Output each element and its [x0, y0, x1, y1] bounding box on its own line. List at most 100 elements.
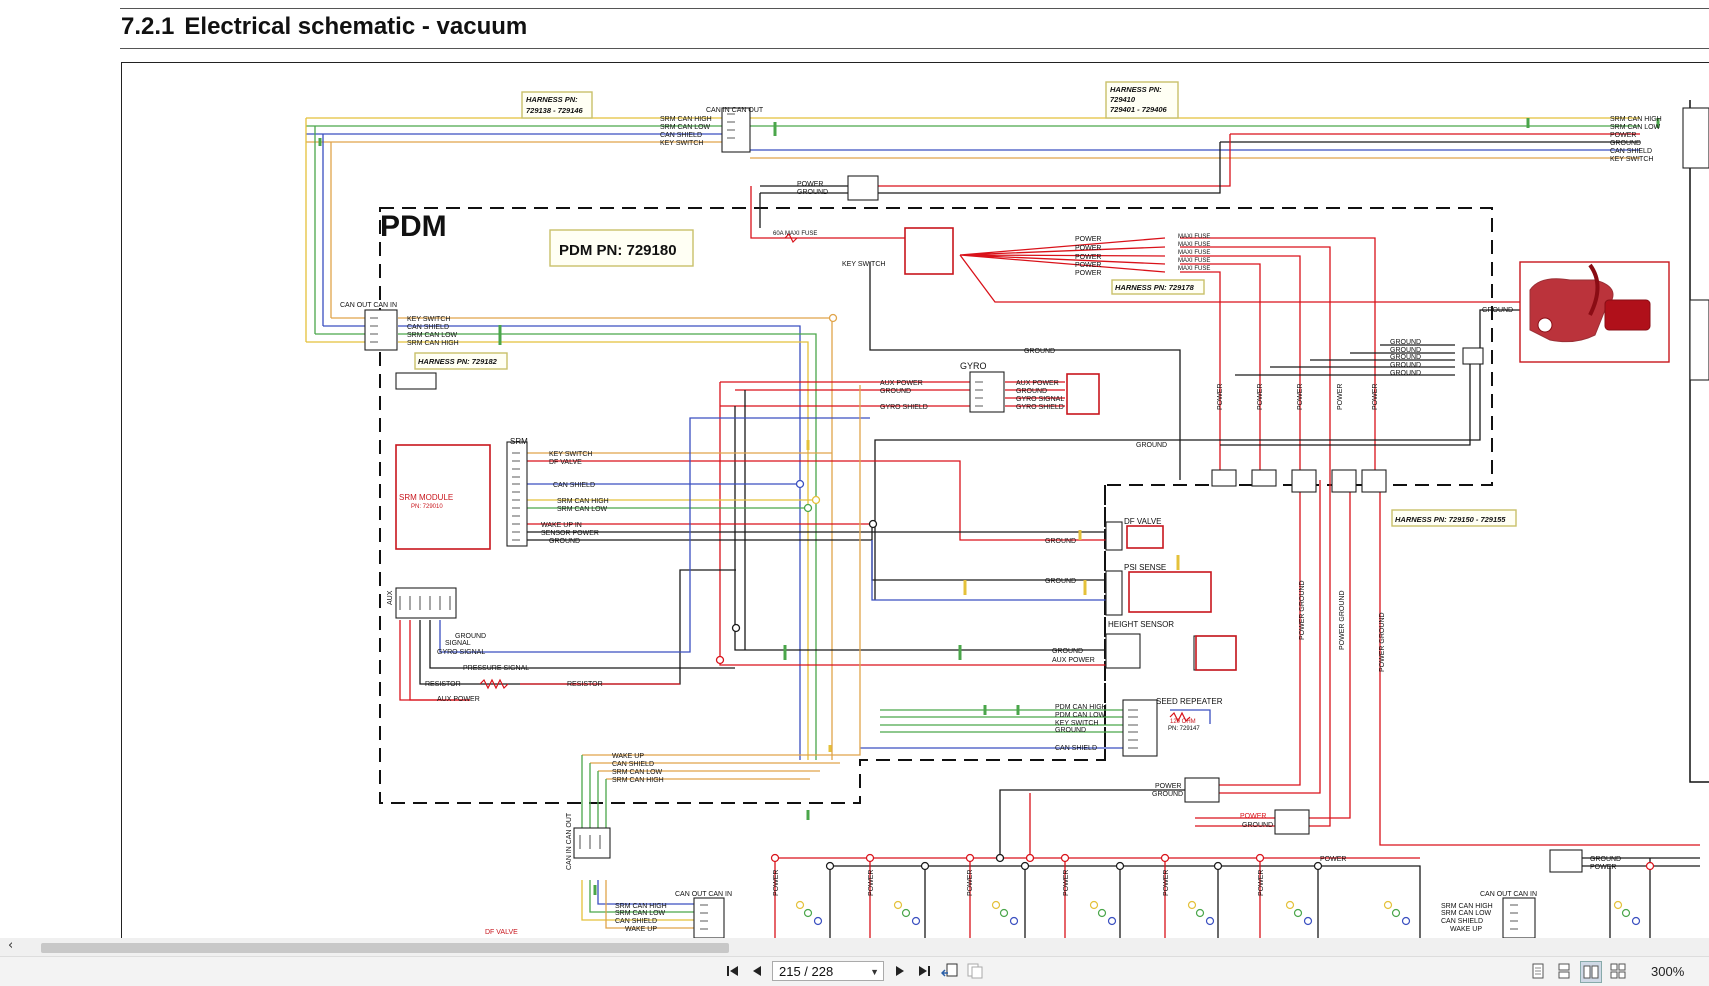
- previous-view-icon[interactable]: [940, 961, 960, 981]
- vert-power-3: POWER: [1297, 384, 1304, 410]
- left-signal-1: KEY SWITCH: [407, 316, 450, 323]
- pdm-part-number: PDM PN: 729180: [559, 242, 677, 259]
- right-signal-4: GROUND: [1610, 140, 1641, 147]
- fuse-power-4: POWER: [1075, 262, 1101, 269]
- seed-signal-2: PDM CAN LOW: [1055, 712, 1106, 719]
- vert-power-ground-2: POWER GROUND: [1339, 591, 1346, 651]
- rail-power-5: POWER: [1163, 870, 1170, 896]
- srm-module-label: SRM MODULE: [399, 493, 453, 502]
- bottom-signal-3: SRM CAN LOW: [612, 769, 663, 776]
- pdm-enclosure: [379, 207, 1493, 804]
- srm-signal-6: WAKE UP IN: [541, 522, 582, 529]
- page-dropdown-chevron-icon[interactable]: ▼: [870, 967, 879, 977]
- fan-ground-1: GROUND: [1390, 339, 1421, 346]
- harness-1-line2: 729138 - 729146: [526, 106, 584, 115]
- harness-3-label: HARNESS PN: 729182: [418, 357, 498, 366]
- power-label-pg2: POWER: [1240, 813, 1266, 820]
- bottom-can-label: CAN IN CAN OUT: [566, 812, 573, 870]
- seed-signal-4: GROUND: [1055, 727, 1086, 734]
- can-shield-seed: CAN SHIELD: [1055, 745, 1097, 752]
- schematic-frame: [121, 62, 1709, 938]
- seed-pn: PN: 729147: [1168, 726, 1200, 732]
- row-signal-4: WAKE UP: [625, 926, 657, 933]
- ground-label-top: GROUND: [797, 189, 828, 196]
- ground-label-right: GROUND: [1136, 442, 1167, 449]
- df-valve-title: DF VALVE: [1124, 517, 1162, 526]
- left-signal-2: CAN SHIELD: [407, 324, 449, 331]
- rail-power-1: POWER: [773, 870, 780, 896]
- right-signal-5: CAN SHIELD: [1610, 148, 1652, 155]
- previous-page-icon[interactable]: [747, 961, 767, 981]
- aux-signal-2: SIGNAL: [445, 640, 471, 647]
- viewer-toolbar: 215 / 228 ▼ 300%: [0, 956, 1709, 986]
- last-page-icon[interactable]: [914, 961, 934, 981]
- seed-ohm: 120 OHM: [1170, 719, 1196, 725]
- df-valve-bottom: DF VALVE: [485, 929, 518, 936]
- harness-2-line3: 729401 - 729406: [1110, 105, 1168, 114]
- gyro-right-1: AUX POWER: [1016, 380, 1059, 387]
- continuous-view-icon[interactable]: [1554, 961, 1574, 981]
- row-signal-3: CAN SHIELD: [615, 918, 657, 925]
- gyro-right-3: GYRO SIGNAL: [1016, 396, 1064, 403]
- top-signal-3: CAN SHIELD: [660, 132, 702, 139]
- left-signal-3: SRM CAN LOW: [407, 332, 458, 339]
- row-signal-right-2: SRM CAN LOW: [1441, 910, 1492, 917]
- fan-ground-2: GROUND: [1390, 347, 1421, 354]
- pdm-title: PDM: [380, 210, 447, 243]
- aux-signal-3: GYRO SIGNAL: [437, 649, 485, 656]
- srm-signal-2: DF VALVE: [549, 459, 582, 466]
- aux-signal-5: RESISTOR: [425, 681, 461, 688]
- srm-signal-1: KEY SWITCH: [549, 451, 592, 458]
- harness-5-label: HARNESS PN: 729150 - 729155: [1395, 515, 1506, 524]
- main-fuse-label: 60A MAXI FUSE: [773, 231, 817, 237]
- right-bottom-ground: GROUND: [1590, 856, 1621, 863]
- vert-power-ground-3: POWER GROUND: [1379, 613, 1386, 673]
- next-page-icon[interactable]: [890, 961, 910, 981]
- scroll-thumb[interactable]: [41, 943, 729, 953]
- aux-label: AUX: [387, 590, 394, 605]
- gyro-right-4: GYRO SHIELD: [1016, 404, 1064, 411]
- seed-repeater-title: SEED REPEATER: [1156, 697, 1223, 706]
- maxi-fuse-2: MAXI FUSE: [1178, 242, 1210, 248]
- harness-2-line2: 729410: [1110, 95, 1136, 104]
- vert-power-2: POWER: [1257, 384, 1264, 410]
- harness-2-line1: HARNESS PN:: [1110, 85, 1162, 94]
- ground-label-pg2: GROUND: [1242, 822, 1273, 829]
- top-signal-2: SRM CAN LOW: [660, 124, 711, 131]
- horizontal-scrollbar[interactable]: ‹: [0, 938, 1709, 956]
- single-page-view-icon[interactable]: [1528, 961, 1548, 981]
- gyro-right-2: GROUND: [1016, 388, 1047, 395]
- maxi-fuse-1: MAXI FUSE: [1178, 234, 1210, 240]
- fan-ground-5: GROUND: [1390, 370, 1421, 377]
- rail-power-6: POWER: [1258, 870, 1265, 896]
- bottom-signal-1: WAKE UP: [612, 753, 644, 760]
- scroll-left-arrow-icon[interactable]: ‹: [8, 938, 14, 953]
- vert-power-ground-1: POWER GROUND: [1299, 581, 1306, 641]
- rail-power-3: POWER: [967, 870, 974, 896]
- two-page-continuous-view-icon[interactable]: [1608, 961, 1628, 981]
- header-rule-bottom: [120, 48, 1709, 49]
- ground-label-pg1: GROUND: [1152, 791, 1183, 798]
- first-page-icon[interactable]: [723, 961, 743, 981]
- next-view-icon[interactable]: [965, 961, 985, 981]
- aux-signal-1: GROUND: [455, 633, 486, 640]
- srm-signal-8: GROUND: [549, 538, 580, 545]
- maxi-fuse-3: MAXI FUSE: [1178, 250, 1210, 256]
- two-page-view-icon[interactable]: [1580, 961, 1602, 983]
- vacuum-motor-box: [1519, 261, 1670, 363]
- seed-signal-1: PDM CAN HIGH: [1055, 704, 1107, 711]
- harness-4-label: HARNESS PN: 729178: [1115, 283, 1195, 292]
- page-number-field[interactable]: 215 / 228 ▼: [772, 961, 884, 981]
- right-signal-3: POWER: [1610, 132, 1636, 139]
- seed-signal-3: KEY SWITCH: [1055, 720, 1098, 727]
- aux-power-height: AUX POWER: [1052, 657, 1095, 664]
- srm-signal-4: SRM CAN HIGH: [557, 498, 609, 505]
- ground-label-height: GROUND: [1052, 648, 1083, 655]
- zoom-level[interactable]: 300%: [1651, 964, 1685, 979]
- row-signal-right-4: WAKE UP: [1450, 926, 1482, 933]
- srm-module-pn: PN: 729010: [411, 504, 443, 510]
- aux-signal-4: PRESSURE SIGNAL: [463, 665, 529, 672]
- bottom-signal-2: CAN SHIELD: [612, 761, 654, 768]
- srm-module-box: [395, 444, 491, 550]
